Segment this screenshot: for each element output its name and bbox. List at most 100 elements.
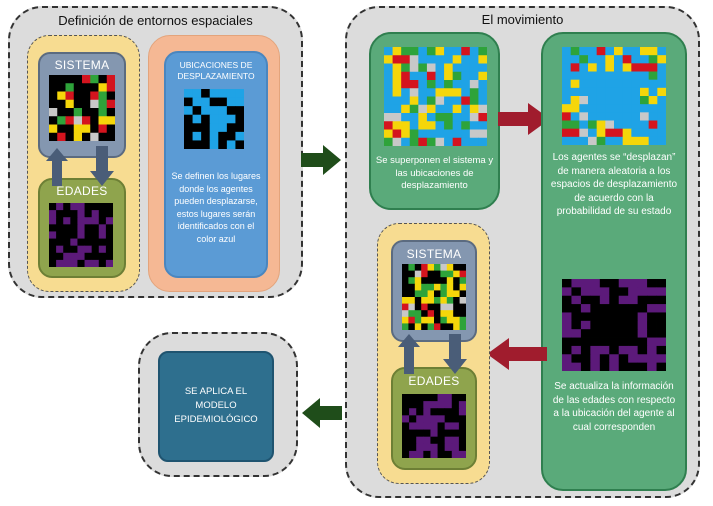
grid-cell <box>427 310 435 318</box>
grid-cell <box>459 310 466 318</box>
grid-cell <box>614 120 624 130</box>
grid-cell <box>402 264 409 271</box>
grid-cell <box>402 436 410 445</box>
grid-cell <box>596 71 606 81</box>
grid-cell <box>453 270 460 278</box>
grid-cell <box>622 79 632 89</box>
grid-cell <box>452 104 462 114</box>
grid-cell <box>570 87 580 97</box>
grid-cell <box>656 362 666 371</box>
grid-cell <box>437 415 446 423</box>
grid-cell <box>622 55 632 64</box>
grid-cell <box>478 96 487 106</box>
grid-cell <box>423 422 431 430</box>
grid-cell <box>562 279 572 288</box>
grid-cell <box>82 99 91 109</box>
grid-cell <box>461 47 471 56</box>
grid-cell <box>588 55 598 64</box>
grid-cell <box>656 345 666 355</box>
grid-cell <box>77 252 85 261</box>
grid-cell <box>402 270 409 278</box>
grid-cell <box>579 128 589 138</box>
grid-cell <box>184 89 193 98</box>
grid-cell <box>90 99 99 109</box>
grid-cell <box>648 47 658 56</box>
grid-cell <box>409 47 419 56</box>
grid-cell <box>434 277 441 285</box>
grid-cell <box>414 303 422 311</box>
grid-cell <box>461 71 471 81</box>
grid-cell <box>49 259 57 267</box>
grid-cell <box>628 345 639 355</box>
grid-cell <box>56 224 64 232</box>
grid-cell <box>571 362 582 371</box>
grid-cell <box>599 337 610 347</box>
grid-cell <box>226 106 236 116</box>
grid-cell <box>656 329 666 338</box>
grid-cell <box>590 337 601 347</box>
grid-cell <box>478 47 487 56</box>
grid-cell <box>409 71 419 81</box>
grid-cell <box>571 354 582 364</box>
grid-cell <box>478 88 487 97</box>
grid-cell <box>90 83 99 92</box>
ubicaciones-title: UBICACIONES DE DESPLAZAMIENTO <box>177 60 255 81</box>
grid-cell <box>444 443 453 452</box>
grid-cell <box>192 114 202 124</box>
grid-cell <box>458 443 466 452</box>
grid-cell <box>421 323 428 330</box>
grid-cell <box>640 104 650 113</box>
grid-cell <box>570 112 580 121</box>
grid-cell <box>444 80 454 89</box>
grid-cell <box>622 87 632 97</box>
grid-cell <box>588 47 598 56</box>
grid-cell <box>453 303 460 311</box>
grid-cell <box>82 75 91 84</box>
grid-cell <box>596 112 606 121</box>
grid-cell <box>444 408 453 416</box>
grid-cell <box>648 104 658 113</box>
grid-cell <box>453 310 460 318</box>
grid-cell <box>478 121 487 130</box>
grid-cell <box>65 124 75 134</box>
grid-cell <box>98 217 107 225</box>
grid-cell <box>640 120 650 130</box>
grid-cell <box>562 47 572 56</box>
grid-cell <box>614 136 624 145</box>
grid-cell <box>402 283 409 291</box>
grid-cell <box>98 203 107 211</box>
grid-cell <box>444 422 453 430</box>
grid-cell <box>70 210 78 218</box>
grid-cell <box>384 80 393 89</box>
grid-cell <box>401 113 411 122</box>
grid-cell <box>430 436 438 445</box>
grid-cell <box>70 252 78 261</box>
grid-cell <box>57 116 66 125</box>
grid-cell <box>478 63 487 73</box>
grid-cell <box>209 106 219 116</box>
grid-cell <box>106 132 115 141</box>
grid-cell <box>82 108 91 117</box>
grid-cell <box>184 114 193 124</box>
grid-cell <box>70 217 78 225</box>
grid-cell <box>384 96 393 106</box>
grid-cell <box>580 287 591 297</box>
grid-cell <box>418 71 428 81</box>
grid-cell <box>637 329 648 338</box>
grid-cell <box>435 129 445 139</box>
grid-cell <box>427 270 435 278</box>
grid-cell <box>647 279 657 288</box>
grid-cell <box>596 128 606 138</box>
grid-cell <box>402 401 410 409</box>
right-down-arrow <box>443 334 467 374</box>
grid-cell <box>423 450 431 458</box>
grid-cell <box>571 320 582 330</box>
grid-cell <box>571 279 582 288</box>
grid-cell <box>461 88 471 97</box>
modelo-box <box>158 351 274 462</box>
grid-cell <box>562 128 572 138</box>
grid-cell <box>414 316 422 324</box>
grid-cell <box>444 137 454 146</box>
grid-cell <box>84 217 93 225</box>
grid-cell <box>90 116 99 125</box>
